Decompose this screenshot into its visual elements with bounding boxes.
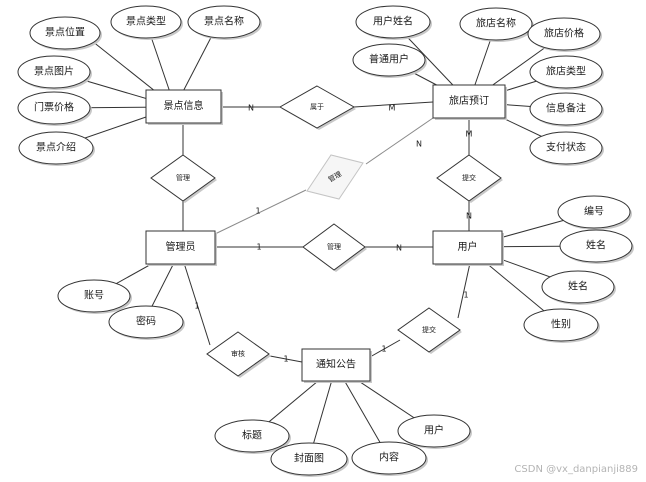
card-review-notice: 1 [283, 355, 288, 364]
attr-label: 景点介绍 [36, 141, 76, 154]
attr-label: 内容 [379, 451, 399, 464]
link-admin-review [183, 262, 211, 346]
attr-label: 性别 [551, 318, 571, 331]
relationship-submit-notice: 提交 [397, 307, 462, 354]
attr-label: 旅店名称 [476, 17, 516, 30]
relationship-review: 审核 [206, 331, 271, 378]
relationship-manage-user: 管理 [302, 223, 367, 272]
watermark: CSDN @vx_danpianji889 [514, 464, 638, 475]
attr-label: 景点类型 [126, 15, 166, 28]
entity-notice: 通知公告 [301, 348, 372, 383]
attr-ticket-price: 门票价格 [17, 91, 92, 126]
relationship-manage-booking: 管理 [306, 154, 364, 200]
card-manage-booking-booking: N [416, 140, 422, 149]
attr-label: 用户 [424, 424, 444, 437]
card-submit-booking-user: N [466, 212, 472, 221]
attr-user-id: 编号 [557, 195, 632, 230]
attr-label: 编号 [584, 205, 604, 218]
attr-label: 旅店类型 [546, 65, 586, 78]
attr-hotel-name: 旅店名称 [459, 7, 534, 42]
entity-label: 旅店预订 [449, 94, 489, 107]
attr-label: 账号 [84, 290, 104, 302]
relationship-label: 提交 [462, 173, 476, 182]
relationship-label: 管理 [176, 173, 190, 182]
relationship-label: 管理 [327, 242, 341, 251]
attr-scenic-location: 景点位置 [29, 16, 102, 51]
attr-info-remark: 信息备注 [529, 92, 604, 127]
entity-label: 管理员 [166, 240, 196, 253]
attr-user-gender: 性别 [523, 308, 600, 343]
attr-pay-status: 支付状态 [529, 131, 604, 166]
relationship-manage-scenic: 管理 [150, 154, 217, 203]
attr-notice-user: 用户 [397, 414, 472, 449]
attr-hotel-price: 旅店价格 [527, 17, 602, 52]
attr-label: 密码 [136, 315, 156, 328]
entity-user: 用户 [432, 230, 504, 266]
attr-label: 门票价格 [34, 101, 74, 114]
attr-label: 支付状态 [546, 141, 586, 154]
card-submit-notice-user: 1 [463, 291, 468, 300]
attr-scenic-name: 景点名称 [187, 5, 262, 40]
attr-label: 姓名 [568, 280, 588, 293]
attr-label: 景点图片 [34, 65, 74, 78]
attr-label: 封面图 [294, 452, 324, 465]
card-belongs-scenic: N [248, 104, 254, 113]
attr-admin-password: 密码 [108, 305, 185, 340]
card-submit-notice-notice: 1 [381, 345, 386, 354]
link-admin-manage-booking [214, 189, 307, 235]
relationship-belongs: 属于 [278, 85, 356, 130]
attr-label: 姓名 [586, 239, 606, 252]
entity-label: 用户 [458, 240, 478, 253]
card-submit-booking-booking: M [466, 130, 473, 139]
card-manage-user-user: N [396, 244, 402, 253]
relationship-submit-booking: 提交 [436, 154, 503, 203]
card-belongs-booking: M [389, 104, 396, 113]
relationship-label: 审核 [231, 349, 245, 358]
card-manage-booking-admin: 1 [255, 207, 260, 216]
attr-normal-user: 普通用户 [352, 43, 427, 78]
card-review-admin: 1 [194, 302, 199, 311]
link-notice-submit [369, 339, 401, 358]
relationship-label: 属于 [310, 103, 324, 111]
relationship-label: 提交 [422, 325, 436, 334]
attr-scenic-image: 景点图片 [17, 55, 92, 90]
link-belongs-booking [353, 101, 434, 108]
link-submit-user-notice [457, 262, 471, 319]
attr-notice-content: 内容 [351, 441, 428, 476]
attr-hotel-type: 旅店类型 [529, 55, 604, 90]
attr-label: 景点位置 [45, 26, 85, 39]
attr-label: 旅店价格 [544, 27, 584, 40]
entity-scenic-info: 景点信息 [145, 89, 223, 125]
attr-admin-account: 账号 [57, 279, 132, 314]
attr-user-name-2: 姓名 [541, 270, 616, 305]
attr-scenic-intro: 景点介绍 [18, 131, 95, 166]
entity-hotel-booking: 旅店预订 [432, 84, 507, 120]
attr-label: 用户姓名 [373, 15, 413, 28]
entity-label: 通知公告 [316, 358, 356, 371]
link-manage-booking [365, 117, 434, 165]
attr-booking-user-name: 用户姓名 [355, 5, 432, 40]
attr-label: 标题 [242, 430, 262, 442]
attr-label: 普通用户 [369, 53, 409, 66]
attr-user-name-1: 姓名 [559, 229, 634, 264]
entity-label: 景点信息 [164, 99, 204, 112]
cardinality-labels: N M 1 N M N 1 N 1 1 1 1 [194, 104, 472, 364]
attr-notice-cover: 封面图 [270, 442, 349, 477]
attr-scenic-type: 景点类型 [110, 5, 183, 40]
attr-notice-title: 标题 [214, 419, 291, 454]
attr-label: 景点名称 [204, 15, 244, 28]
entity-admin: 管理员 [145, 230, 217, 266]
attr-label: 信息备注 [546, 102, 586, 115]
link-review-notice [269, 355, 303, 363]
card-manage-user-admin: 1 [256, 243, 261, 252]
